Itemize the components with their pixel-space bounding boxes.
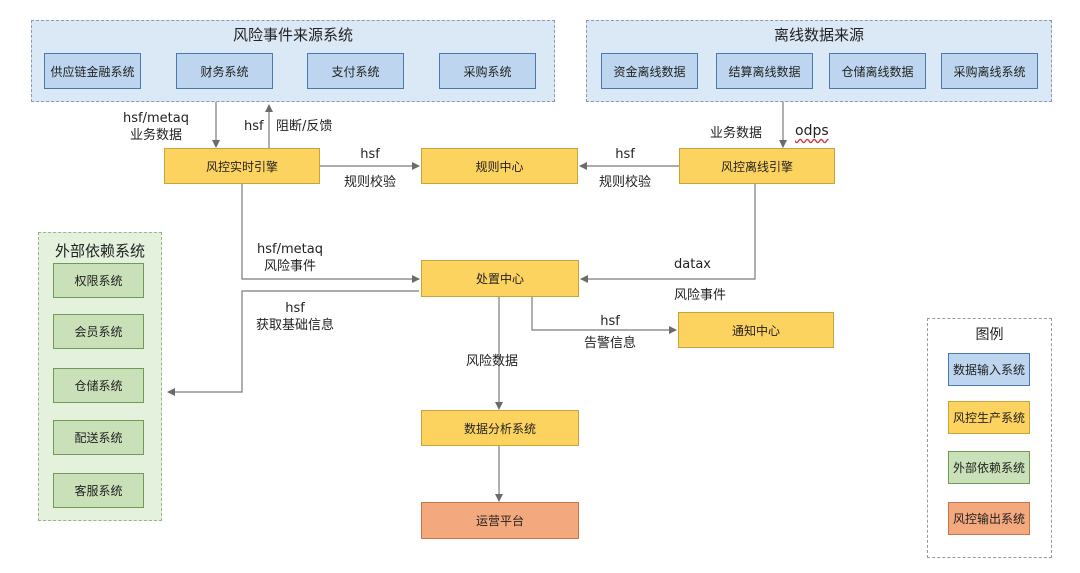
group-offline-sources-title: 离线数据来源 <box>773 26 864 44</box>
label-rt-rule-check: 规则校验 <box>343 175 396 190</box>
label-rt-rule-hsf: hsf <box>360 147 380 162</box>
node-settlement-offline[interactable]: 结算离线数据 <box>716 53 813 89</box>
label-off-handling-event: 风险事件 <box>674 288 727 303</box>
node-member[interactable]: 会员系统 <box>53 314 144 349</box>
arrow-handling-to-external <box>167 290 419 396</box>
label-handling-external-l1: hsf <box>285 301 305 316</box>
node-rule-center[interactable]: 规则中心 <box>421 148 578 184</box>
node-finance[interactable]: 财务系统 <box>176 53 273 89</box>
node-procurement[interactable]: 采购系统 <box>439 53 536 89</box>
node-supply-chain-finance[interactable]: 供应链金融系统 <box>44 53 141 89</box>
node-realtime-engine[interactable]: 风控实时引擎 <box>164 148 320 184</box>
node-customer-service[interactable]: 客服系统 <box>53 473 144 508</box>
legend-external-system: 外部依赖系统 <box>948 451 1030 484</box>
label-handling-external-l2: 获取基础信息 <box>255 318 334 333</box>
label-off-rule-check: 规则校验 <box>598 175 651 190</box>
group-risk-sources-title: 风险事件来源系统 <box>232 26 353 44</box>
node-ops-platform[interactable]: 运营平台 <box>421 502 579 539</box>
label-sources-to-realtime-l1: hsf/metaq <box>123 111 189 126</box>
node-notify-center[interactable]: 通知中心 <box>678 312 834 348</box>
label-handling-external: hsf 获取基础信息 <box>245 300 345 334</box>
node-warehouse[interactable]: 仓储系统 <box>53 368 144 403</box>
node-delivery[interactable]: 配送系统 <box>53 420 144 455</box>
label-rt-handling-l2: 风险事件 <box>263 259 316 274</box>
arrow-offline-to-handling <box>580 184 756 283</box>
node-warehouse-offline[interactable]: 仓储离线数据 <box>829 53 926 89</box>
node-permission[interactable]: 权限系统 <box>53 263 144 298</box>
label-rt-handling-l1: hsf/metaq <box>257 242 323 257</box>
label-off-handling-datax: datax <box>674 257 711 272</box>
arrow-realtime-to-handling <box>241 184 420 283</box>
label-realtime-feedback-hsf: hsf <box>244 119 264 134</box>
label-off-rule-hsf: hsf <box>615 147 635 162</box>
legend-production-system: 风控生产系统 <box>948 401 1030 434</box>
label-handling-analysis: 风险数据 <box>466 354 519 369</box>
node-offline-engine[interactable]: 风控离线引擎 <box>679 148 835 184</box>
label-offline-odps: odps <box>795 123 829 139</box>
node-payment[interactable]: 支付系统 <box>307 53 404 89</box>
legend-input-system: 数据输入系统 <box>948 353 1030 386</box>
node-fund-offline[interactable]: 资金离线数据 <box>601 53 698 89</box>
label-offline-biz-data: 业务数据 <box>710 126 763 141</box>
label-realtime-feedback-text: 阻断/反馈 <box>276 119 333 134</box>
label-sources-to-realtime-l2: 业务数据 <box>129 128 182 143</box>
legend-output-system: 风控输出系统 <box>948 502 1030 535</box>
node-procurement-offline[interactable]: 采购离线系统 <box>941 53 1038 89</box>
group-external-title: 外部依赖系统 <box>54 242 145 260</box>
node-data-analysis[interactable]: 数据分析系统 <box>421 410 579 446</box>
arrow-handling-to-notify <box>531 297 677 334</box>
legend-title: 图例 <box>975 327 1004 343</box>
label-sources-to-realtime: hsf/metaq 业务数据 <box>100 110 212 144</box>
label-handling-notify-alert: 告警信息 <box>583 336 636 351</box>
node-handling-center[interactable]: 处置中心 <box>421 260 579 297</box>
label-rt-handling: hsf/metaq 风险事件 <box>240 241 340 275</box>
label-handling-notify-hsf: hsf <box>600 314 620 329</box>
